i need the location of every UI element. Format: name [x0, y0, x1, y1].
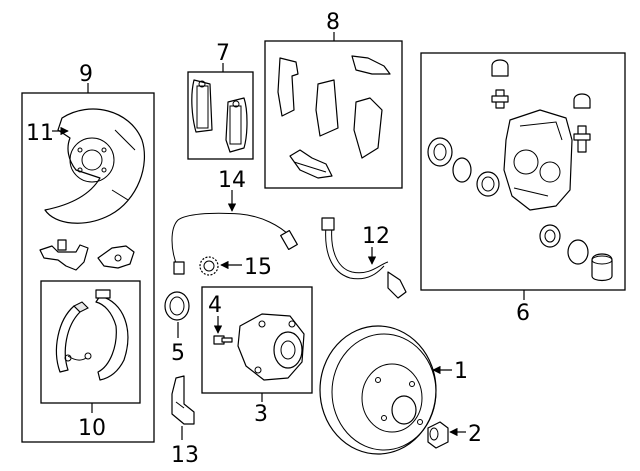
callout-4: 4	[208, 293, 222, 318]
callout-9: 9	[79, 62, 93, 87]
group-9-box	[21, 83, 155, 443]
bracket[interactable]	[171, 375, 195, 425]
group-10-box	[40, 280, 141, 413]
hub-bolt[interactable]	[213, 335, 233, 345]
hub-cap[interactable]	[427, 421, 449, 449]
brake-pads[interactable]	[191, 79, 248, 153]
callout-2: 2	[468, 422, 482, 447]
sensor-rotor[interactable]	[199, 256, 219, 276]
pad-clips[interactable]	[277, 55, 391, 179]
backing-plate[interactable]	[44, 108, 146, 224]
adjuster-hardware[interactable]	[39, 239, 135, 271]
wheel-hub[interactable]	[237, 313, 305, 381]
callout-13: 13	[171, 443, 199, 468]
callout-10: 10	[78, 416, 106, 441]
brake-hose[interactable]	[321, 217, 407, 299]
callout-8: 8	[326, 10, 340, 35]
speed-sensor[interactable]	[171, 212, 298, 275]
group-8-box	[264, 32, 403, 189]
group-6-box	[420, 52, 626, 300]
parking-brake-shoes[interactable]	[55, 289, 129, 381]
callout-7: 7	[216, 41, 230, 66]
caliper-assembly[interactable]	[427, 59, 613, 282]
callout-12: 12	[362, 224, 390, 249]
callout-1: 1	[454, 359, 468, 384]
callout-15: 15	[244, 255, 272, 280]
callout-14: 14	[218, 168, 246, 193]
callout-3: 3	[254, 402, 268, 427]
callout-11: 11	[26, 121, 54, 146]
group-7-box	[187, 63, 254, 160]
callout-5: 5	[171, 341, 185, 366]
seal[interactable]	[164, 291, 190, 321]
callout-6: 6	[516, 301, 530, 326]
group-3-box	[201, 286, 313, 402]
brake-rotor[interactable]	[319, 325, 437, 455]
